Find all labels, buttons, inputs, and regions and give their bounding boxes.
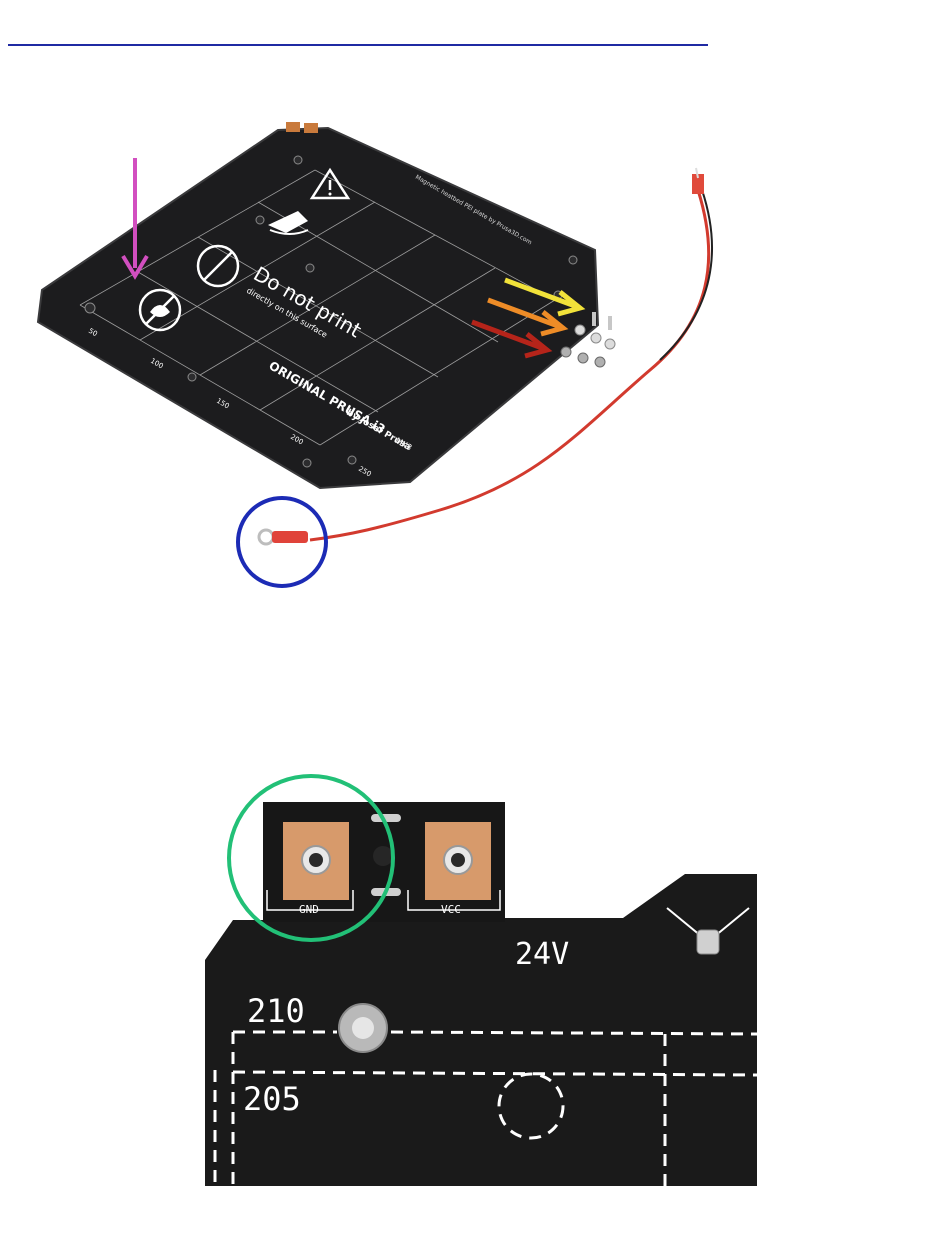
mount-hole-icon (339, 1004, 387, 1052)
vcc-label: VCC (441, 903, 461, 916)
nut-icon (595, 357, 605, 367)
sheet-terminal-gnd (286, 122, 300, 132)
screw-icon (608, 316, 612, 330)
voltage-label: 24V (515, 937, 569, 972)
screw-icon (592, 312, 596, 326)
terminal-closeup-figure: GND VCC 24V 210 205 (205, 770, 757, 1186)
ruler-label-upper: 210 (247, 992, 305, 1030)
top-divider-line (8, 44, 708, 46)
pink-pointer-arrow (123, 158, 147, 276)
heatbed-overview-figure: Do not print directly on this surface OR… (20, 90, 780, 600)
ruler-label-lower: 205 (243, 1080, 301, 1118)
ring-terminal-icon (259, 530, 308, 544)
heatbed-overview-svg: Do not print directly on this surface OR… (20, 90, 780, 600)
nut-icon (578, 353, 588, 363)
gnd-label: GND (299, 903, 319, 916)
washer-icon (591, 333, 601, 343)
sheet-terminal-vcc (304, 123, 318, 133)
terminal-closeup-svg: GND VCC 24V 210 205 (205, 770, 757, 1186)
washer-icon (575, 325, 585, 335)
washer-icon (605, 339, 615, 349)
nut-icon (561, 347, 571, 357)
